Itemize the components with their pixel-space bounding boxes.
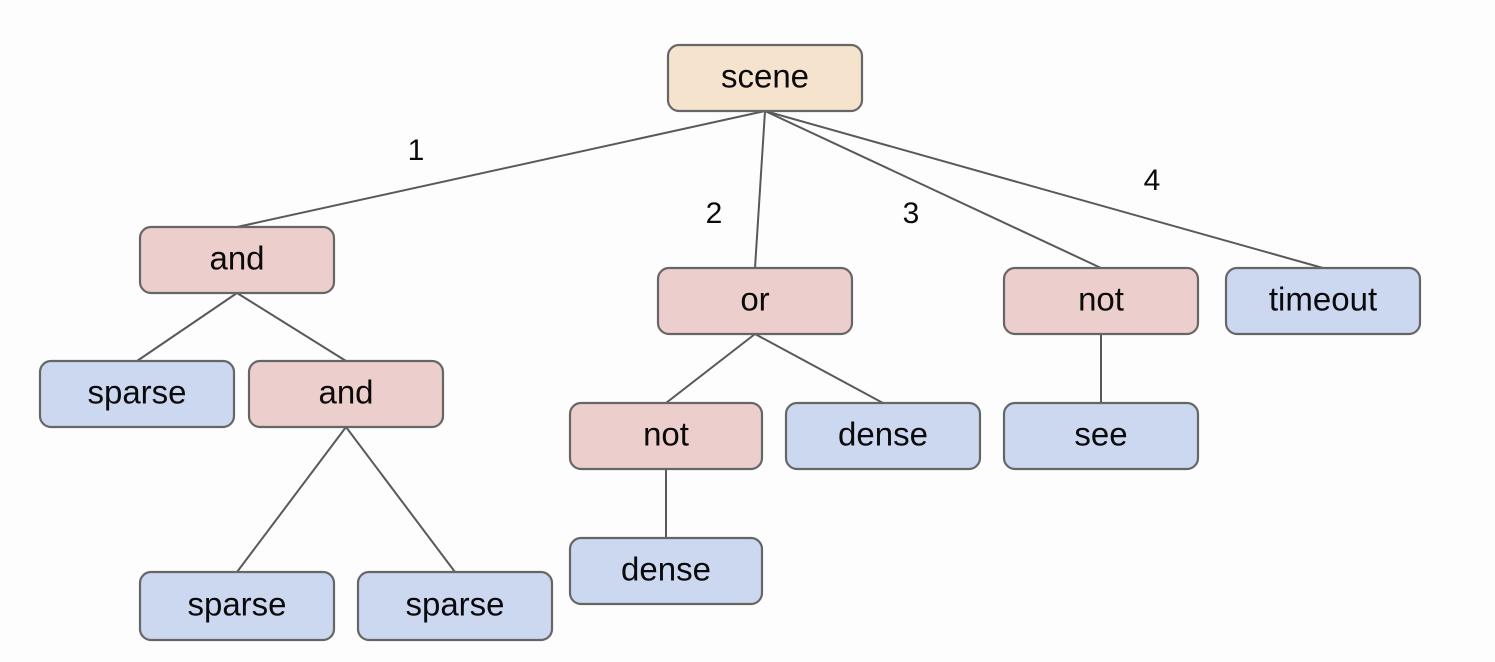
tree-edge bbox=[345, 426, 456, 573]
edge-label-2: 2 bbox=[706, 197, 723, 230]
node-box bbox=[138, 570, 336, 642]
tree-edge bbox=[236, 110, 766, 228]
tree-edge bbox=[236, 292, 347, 362]
node-box bbox=[784, 401, 982, 471]
tree-node-and1[interactable]: and bbox=[138, 225, 336, 295]
tree-node-sparse1[interactable]: sparse bbox=[38, 359, 236, 429]
tree-node-sparse2[interactable]: sparse bbox=[138, 570, 336, 642]
tree-node-dense2[interactable]: dense bbox=[568, 536, 764, 606]
tree-node-timeout1[interactable]: timeout bbox=[1224, 266, 1422, 336]
tree-node-sparse3[interactable]: sparse bbox=[356, 570, 554, 642]
tree-edge bbox=[665, 333, 756, 404]
tree-edge bbox=[236, 426, 347, 573]
node-box bbox=[568, 401, 764, 471]
node-box bbox=[1002, 401, 1200, 471]
tree-edge bbox=[136, 292, 238, 362]
tree-edge bbox=[764, 110, 1324, 269]
tree-edge bbox=[754, 333, 884, 404]
node-box bbox=[666, 43, 864, 113]
node-box bbox=[1002, 266, 1200, 336]
tree-node-or1[interactable]: or bbox=[656, 266, 854, 336]
node-box bbox=[656, 266, 854, 336]
tree-edge bbox=[754, 110, 766, 269]
tree-node-scene[interactable]: scene bbox=[666, 43, 864, 113]
tree-node-not2[interactable]: not bbox=[1002, 266, 1200, 336]
edge-labels-layer: 1 2 3 4 bbox=[408, 134, 1161, 230]
node-box bbox=[38, 359, 236, 429]
node-box bbox=[356, 570, 554, 642]
edge-label-4: 4 bbox=[1144, 164, 1161, 197]
node-box bbox=[247, 359, 445, 429]
node-box bbox=[1224, 266, 1422, 336]
edge-label-3: 3 bbox=[903, 197, 920, 230]
tree-edge bbox=[764, 110, 1102, 269]
edge-label-1: 1 bbox=[408, 134, 425, 167]
tree-node-see1[interactable]: see bbox=[1002, 401, 1200, 471]
edges-layer bbox=[136, 110, 1324, 573]
node-box bbox=[138, 225, 336, 295]
tree-node-and2[interactable]: and bbox=[247, 359, 445, 429]
tree-node-not1[interactable]: not bbox=[568, 401, 764, 471]
node-box bbox=[568, 536, 764, 606]
tree-node-dense1[interactable]: dense bbox=[784, 401, 982, 471]
